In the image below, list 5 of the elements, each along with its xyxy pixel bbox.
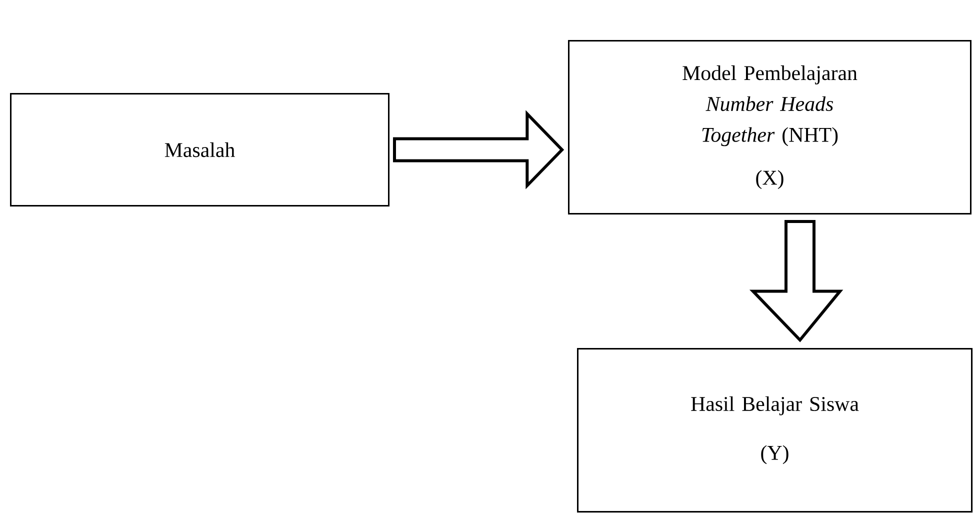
text-box: Masalah: [10, 93, 390, 206]
text-box: Model Pembelajaran Number Heads Together (NHT) (X): [568, 40, 972, 214]
text-box: Hasil Belajar Siswa (Y): [577, 348, 972, 512]
block-arrow: [749, 220, 844, 342]
block-arrow: [393, 110, 564, 190]
